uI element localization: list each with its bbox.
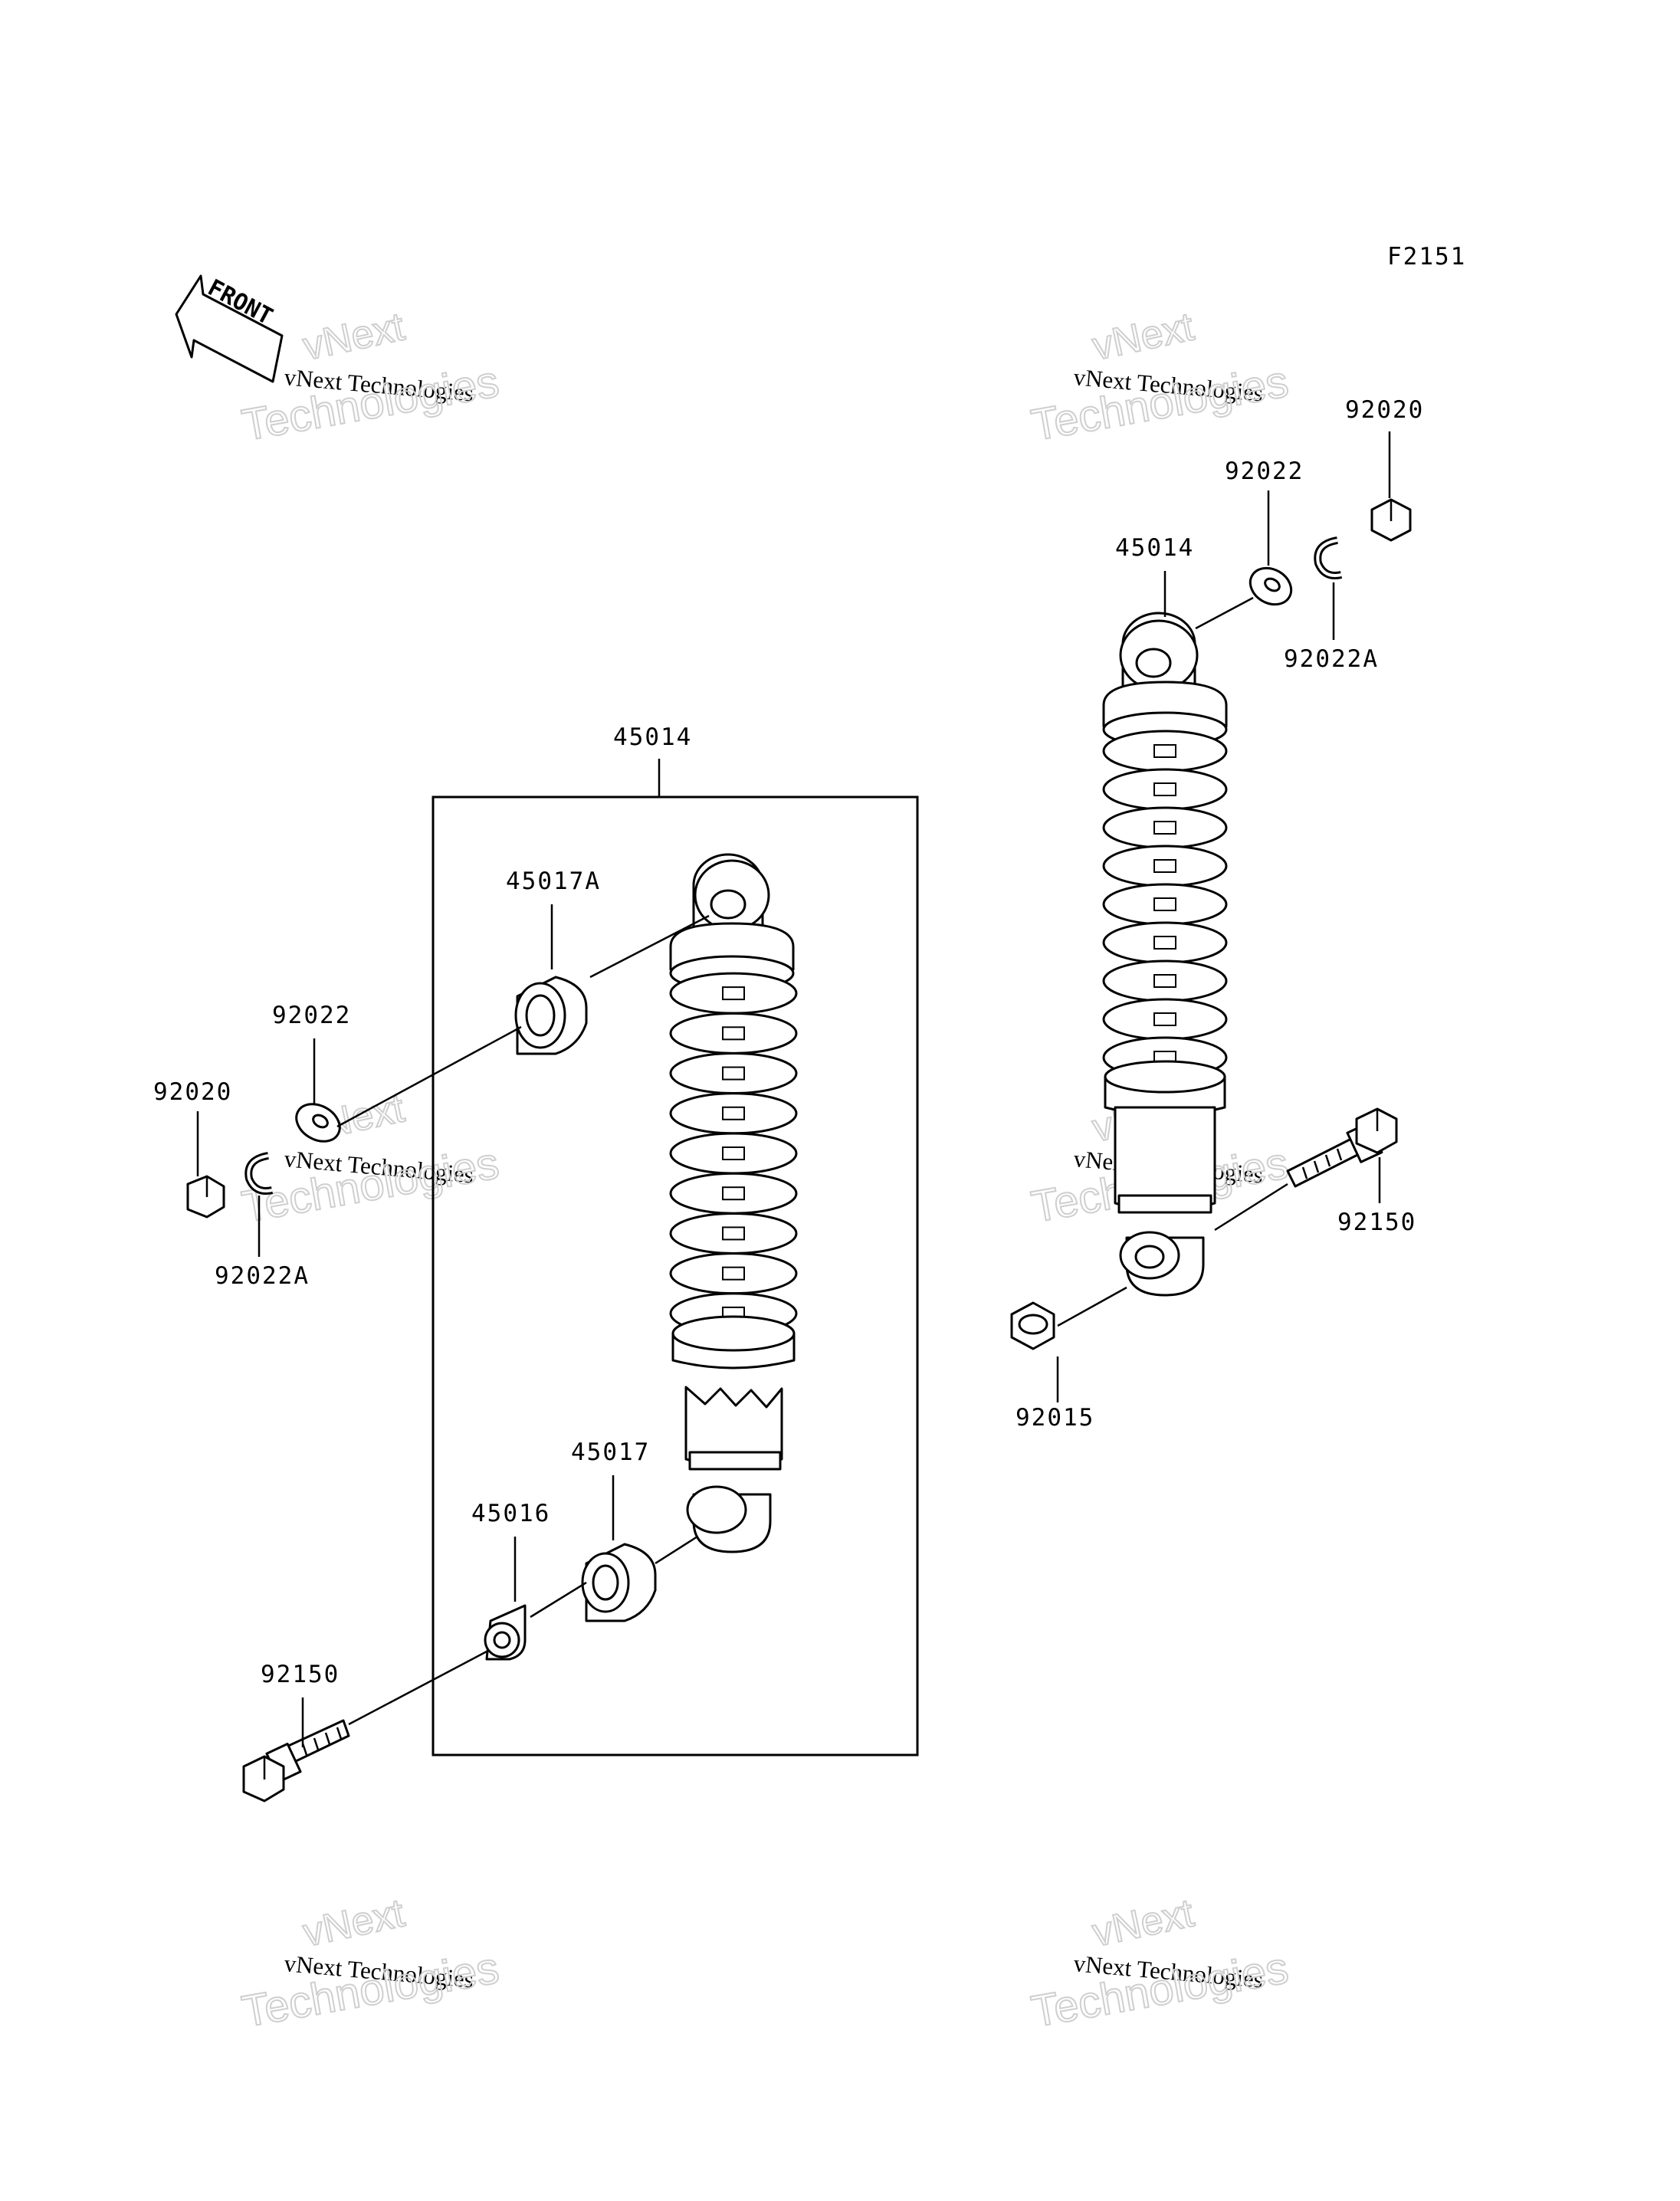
label-clip-right: 92022A [1284, 645, 1379, 673]
nut-left [186, 1175, 225, 1219]
shock-absorber-right [1102, 612, 1228, 1297]
watermark-top-left: vNext vNext Technologies Technologies [238, 303, 504, 451]
label-right-shock: 45014 [1115, 534, 1194, 562]
kit-box [431, 795, 919, 1757]
shock-rod [722, 1066, 745, 1081]
label-bushing-upper: 45017A [506, 868, 601, 895]
bushing-lower-left [581, 1543, 657, 1622]
svg-text:vNext: vNext [1088, 1891, 1198, 1955]
shock-rod [1153, 897, 1176, 911]
shock-rod [722, 986, 745, 1001]
svg-text:vNext: vNext [299, 1891, 409, 1955]
label-washer-right: 92022 [1225, 458, 1304, 485]
shock-rod [722, 1026, 745, 1041]
shock-rod [1153, 859, 1176, 873]
figure-code: F2151 [1387, 243, 1466, 271]
nut-right [1370, 498, 1412, 542]
label-bolt-right: 92150 [1337, 1209, 1416, 1236]
watermark-bottom-left: vNext vNext Technologies Technologies [238, 1890, 504, 2038]
label-clip-left: 92022A [215, 1262, 310, 1290]
shock-rod [1153, 936, 1176, 950]
bolt-right [1286, 1107, 1398, 1188]
shock-rod [722, 1266, 745, 1281]
shock-rod [722, 1226, 745, 1241]
watermark-bottom-right: vNext vNext Technologies Technologies [1027, 1890, 1293, 2038]
shock-rod [1153, 782, 1176, 796]
label-nut-left: 92020 [153, 1078, 232, 1106]
collar-left [484, 1604, 527, 1661]
watermark-top-right: vNext vNext Technologies Technologies [1027, 303, 1293, 451]
nut-bottom-right [1010, 1301, 1055, 1350]
label-left-kit: 45014 [613, 723, 692, 751]
clip-left [244, 1152, 274, 1195]
shock-rod [1153, 821, 1176, 835]
shock-rod [1153, 744, 1176, 758]
front-arrow-icon: FRONT [175, 274, 284, 383]
svg-text:vNext: vNext [1088, 304, 1198, 369]
washer-left [295, 1103, 341, 1143]
svg-text:vNext: vNext [299, 304, 409, 369]
label-bushing-lower: 45017 [571, 1438, 650, 1466]
label-washer-left: 92022 [272, 1002, 351, 1029]
bolt-left [242, 1719, 350, 1802]
clip-right [1314, 536, 1343, 579]
washer-right [1249, 566, 1293, 606]
shock-rod [1153, 1012, 1176, 1026]
bushing-upper-left [514, 976, 588, 1055]
label-collar: 45016 [471, 1500, 550, 1527]
shock-rod [1153, 974, 1176, 988]
label-bolt-left: 92150 [261, 1661, 340, 1688]
shock-rod [722, 1146, 745, 1160]
shock-rod [722, 1186, 745, 1201]
label-nut-right: 92020 [1345, 396, 1424, 424]
shock-rod [722, 1106, 745, 1120]
shock-absorber-left [669, 853, 798, 1553]
label-nut-bottom-right: 92015 [1016, 1404, 1094, 1432]
